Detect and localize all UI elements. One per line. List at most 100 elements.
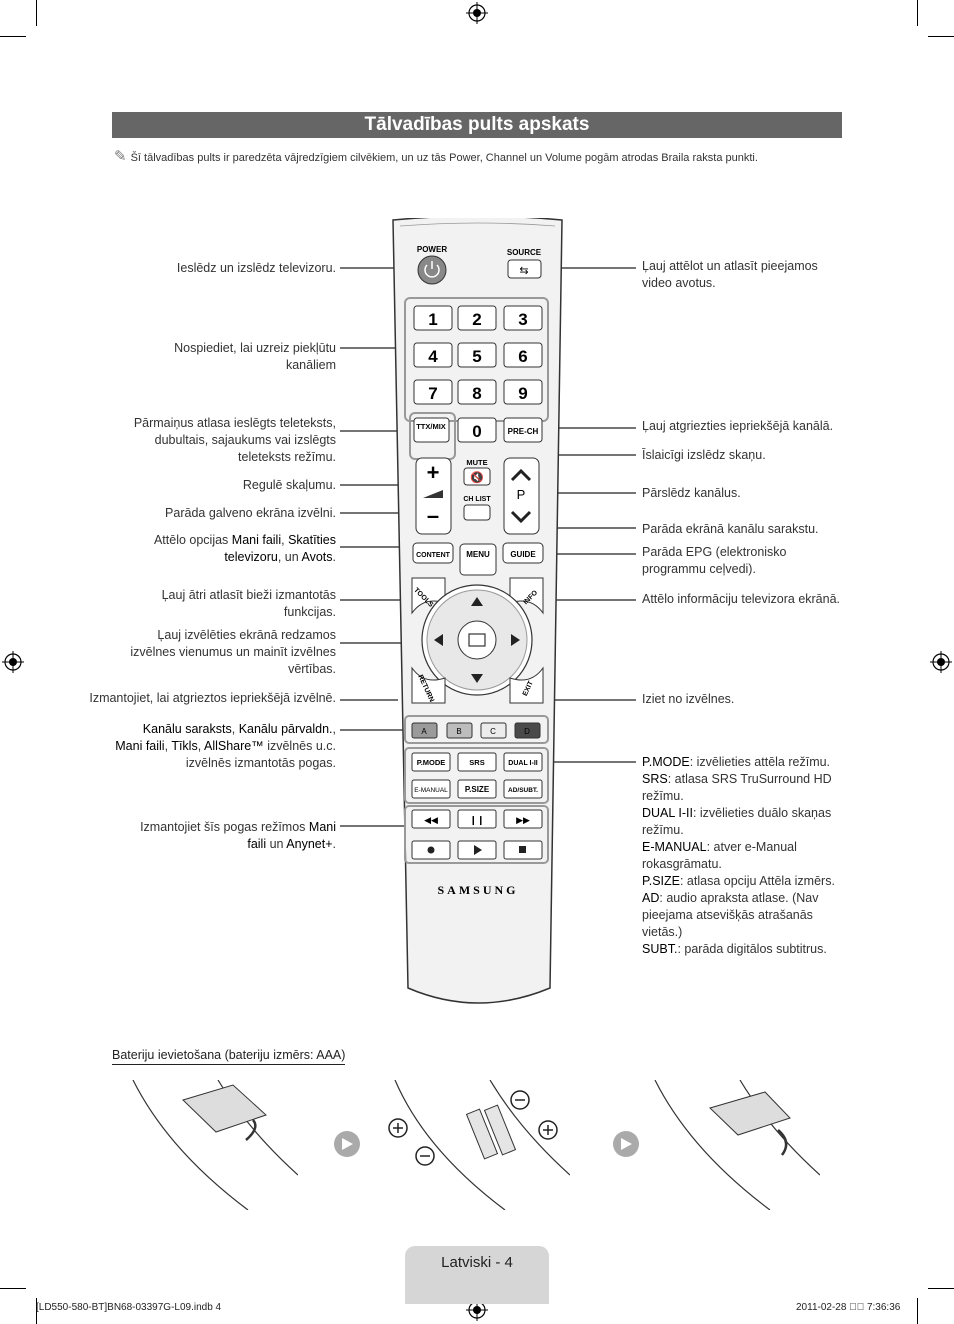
- power-button[interactable]: [417, 255, 447, 285]
- pause-button[interactable]: [457, 809, 497, 829]
- volume-ramp-icon: [423, 490, 443, 498]
- label-part: ,: [231, 722, 239, 736]
- digit-button[interactable]: [503, 342, 543, 368]
- label-value: : atlasa SRS TruSurround HD: [667, 772, 832, 786]
- digit-label: 7: [428, 384, 437, 403]
- menu-label: MENU: [466, 550, 490, 559]
- registration-mark-icon: [930, 651, 952, 673]
- footer-timestamp: 2011-02-28 ￿￿ 7:36:36: [796, 1302, 901, 1313]
- label-value: : audio apraksta atlase. (Nav: [659, 891, 819, 905]
- crop-mark: [0, 36, 26, 37]
- label-key: P.SIZE: [642, 874, 680, 888]
- p-mode-button[interactable]: [411, 752, 451, 772]
- label-part: izvēlnēs u.c.: [263, 739, 336, 753]
- label-part: .: [332, 550, 336, 564]
- label-value: : izvēlieties duālo skaņas: [692, 806, 832, 820]
- mute-button[interactable]: [463, 467, 491, 486]
- content-label: CONTENT: [416, 552, 451, 559]
- digit-button[interactable]: [457, 342, 497, 368]
- return-button[interactable]: [411, 666, 446, 704]
- label-tools: Ļauj ātri atlasīt bieži izmantotās funkc…: [162, 587, 336, 621]
- color-b-label: B: [456, 727, 461, 736]
- label-part: Mani faili: [231, 533, 282, 547]
- power-icon: [424, 264, 440, 278]
- crop-mark: [0, 1288, 26, 1289]
- label-part: ,: [197, 739, 204, 753]
- media-buttons-frame: [404, 805, 549, 864]
- label-numbers: Nospiediet, lai uzreiz piekļūtu kanāliem: [174, 340, 336, 374]
- arrow-down-icon[interactable]: [471, 674, 483, 683]
- digit-button[interactable]: [503, 379, 543, 405]
- arrow-up-icon[interactable]: [471, 597, 483, 606]
- ad-subt-button[interactable]: [503, 779, 543, 799]
- e-manual-button[interactable]: [411, 779, 451, 799]
- footer-file-name: [LD550-580-BT]BN68-03397G-L09.indb 4: [36, 1302, 222, 1313]
- label-value: : atlasa opciju Attēla izmērs.: [679, 874, 835, 888]
- label-channel: Pārslēdz kanālus.: [642, 486, 741, 500]
- ad-subt-label: AD/SUBT.: [508, 787, 538, 794]
- mute-icon: 🔇: [470, 471, 484, 484]
- label-part: Tīkls: [171, 739, 198, 753]
- digit-button[interactable]: [413, 342, 453, 368]
- label-key: SRS: [642, 772, 668, 786]
- fast-forward-button[interactable]: [503, 809, 543, 829]
- label-line: izvēlnēs izmantotās pogas.: [185, 756, 336, 770]
- digit-button[interactable]: [413, 305, 453, 331]
- digit-button[interactable]: [413, 379, 453, 405]
- label-key: E-MANUAL: [642, 840, 707, 854]
- label-navigation: Ļauj izvēlēties ekrānā redzamos izvēlnes…: [130, 627, 336, 678]
- ch-list-button[interactable]: [463, 504, 491, 521]
- color-button-d[interactable]: [514, 722, 541, 739]
- color-button-a[interactable]: [411, 722, 438, 739]
- battery-step-2-illustration: [388, 1080, 570, 1210]
- label-menu: Parāda galveno ekrāna izvēlni.: [165, 506, 336, 520]
- arrow-right-icon[interactable]: [511, 634, 520, 646]
- label-line: Parāda EPG (elektronisko: [642, 545, 787, 559]
- channel-rocker[interactable]: [503, 457, 540, 535]
- p-mode-label: P.MODE: [417, 758, 446, 767]
- page-number: Latviski - 4: [441, 1254, 513, 1271]
- label-value: vietās.): [642, 925, 683, 939]
- digit-label: 2: [472, 310, 481, 329]
- color-button-b[interactable]: [446, 722, 473, 739]
- crop-mark: [917, 1298, 918, 1324]
- label-info: Attēlo informāciju televizora ekrānā.: [642, 592, 841, 606]
- note: ✎Šī tālvadības pults ir paredzēta vājred…: [114, 147, 834, 165]
- p-size-button[interactable]: [457, 779, 497, 799]
- exit-button[interactable]: [509, 666, 544, 704]
- label-part: ,: [281, 533, 289, 547]
- plus-icon: [388, 1118, 408, 1138]
- rewind-button[interactable]: [411, 809, 451, 829]
- label-value: rokasgrāmatu.: [642, 857, 722, 871]
- label-part: AllShare™: [203, 739, 264, 753]
- label-source: Ļauj attēlot un atlasīt pieejamos video …: [642, 258, 818, 292]
- zero-button[interactable]: [457, 417, 497, 443]
- label-part: Izmantojiet šīs pogas režīmos: [140, 820, 309, 834]
- label-guide: Parāda EPG (elektronisko programmu ceļve…: [642, 544, 787, 578]
- enter-icon: [468, 633, 486, 647]
- arrow-left-icon[interactable]: [434, 634, 443, 646]
- digit-button[interactable]: [457, 305, 497, 331]
- srs-button[interactable]: [457, 752, 497, 772]
- content-button[interactable]: [412, 542, 454, 564]
- ttx-mix-button[interactable]: [413, 417, 450, 443]
- label-line: Pārmaiņus atlasa ieslēgts teleteksts,: [133, 416, 336, 430]
- record-icon: [427, 846, 435, 854]
- label-line: teleteksts režīmu.: [238, 450, 336, 464]
- label-part: , un: [277, 550, 302, 564]
- pre-ch-button[interactable]: [503, 417, 543, 443]
- source-button[interactable]: [507, 259, 542, 279]
- color-button-c[interactable]: [480, 722, 507, 739]
- dual-button[interactable]: [503, 752, 543, 772]
- rewind-icon: ◀◀: [424, 816, 438, 826]
- label-part: Mani faili: [115, 739, 165, 753]
- label-part: Mani: [308, 820, 336, 834]
- channel-p-label: P: [517, 487, 526, 502]
- digit-button[interactable]: [503, 305, 543, 331]
- function-buttons-frame: [404, 747, 549, 804]
- guide-button[interactable]: [502, 542, 544, 564]
- menu-button[interactable]: [459, 543, 497, 576]
- enter-button[interactable]: [457, 620, 497, 660]
- digit-button[interactable]: [457, 379, 497, 405]
- label-mute: Īslaicīgi izslēdz skaņu.: [642, 448, 766, 462]
